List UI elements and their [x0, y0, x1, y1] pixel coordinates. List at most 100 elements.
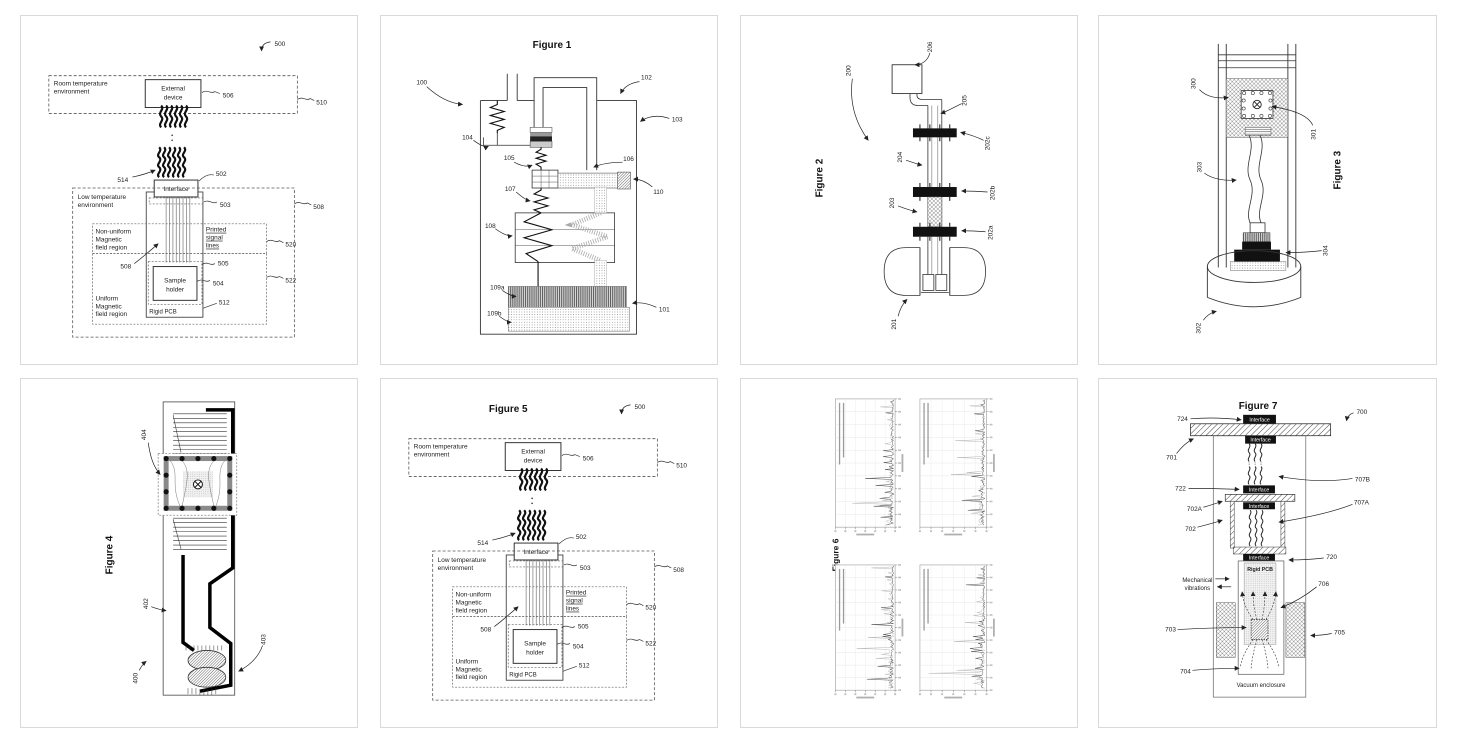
field-direction-symbol — [1252, 99, 1262, 110]
trace-comb-top — [172, 413, 227, 454]
ref-label-200: 200 — [845, 65, 852, 76]
mechanical-vibrations-label-2: vibrations — [1185, 586, 1211, 592]
cryostat-container — [479, 73, 637, 335]
thermal-link-tip — [617, 171, 631, 190]
ref-label-205: 205 — [962, 95, 969, 106]
flange-202c — [912, 124, 957, 142]
figure-panel-4: Figure 4 — [20, 378, 358, 728]
piston-block — [529, 127, 553, 148]
ref-label-400: 400 — [132, 672, 139, 683]
ref-label-705: 705 — [1334, 630, 1345, 637]
spectrum-plot-top-left — [834, 398, 904, 536]
ref-label-700: 700 — [1356, 409, 1367, 416]
field-lines-down — [1239, 639, 1280, 669]
ref-label-106: 106 — [623, 156, 634, 163]
rigid-pcb-label: Rigid PCB — [1247, 567, 1273, 573]
coil-teeth-top — [185, 645, 223, 651]
interface-box-4 — [1243, 502, 1275, 510]
dotted-column-upper — [594, 186, 607, 214]
ref-label-303: 303 — [1196, 161, 1203, 172]
ref-label-109b: 109b — [487, 310, 502, 317]
figure-6-title: Figure 6 — [830, 538, 840, 571]
ref-label-702A: 702A — [1187, 506, 1203, 513]
ref-label-724: 724 — [1177, 416, 1188, 423]
cold-stage-stack — [1230, 222, 1287, 271]
figure-4-title: Figure 4 — [104, 535, 115, 574]
fig4-ref-labels: 404 402 400 403 — [132, 429, 267, 684]
black-zigzag-link — [522, 212, 554, 263]
ref-label-402: 402 — [143, 598, 150, 609]
ref-label-202b: 202b — [989, 185, 996, 200]
ref-label-201: 201 — [891, 318, 898, 329]
fig3-ref-labels: 300 301 303 304 302 — [1190, 78, 1329, 334]
interface-box-2 — [1245, 435, 1276, 444]
sample-section-hatched — [927, 196, 943, 227]
ref-label-102: 102 — [641, 75, 652, 82]
figure-7-canvas: Figure 7 Interface Interface Interface I… — [1165, 401, 1370, 698]
thermal-link-bar — [557, 172, 620, 189]
ref-label-110: 110 — [653, 189, 664, 196]
field-lines-up — [1240, 591, 1278, 620]
dotted-zigzag-link — [564, 210, 616, 263]
flange-202a — [912, 222, 957, 241]
figure-5-title: Figure 5 — [489, 404, 528, 415]
figure-panel-1: Figure 1 — [380, 15, 718, 365]
spectrum-plot-top-right — [918, 398, 995, 536]
figure-4-canvas: Figure 4 — [104, 401, 268, 696]
ref-label-203: 203 — [889, 197, 896, 208]
fig1-ref-labels: 100 102 103 104 105 106 110 107 108 109a… — [416, 75, 683, 325]
interface-box-5 — [1243, 553, 1275, 561]
solder-pads — [163, 455, 233, 511]
ref-label-707A: 707A — [1354, 499, 1370, 506]
magnet-block-left — [1216, 602, 1236, 658]
ref-label-204: 204 — [897, 151, 904, 162]
spring-upper — [488, 100, 507, 134]
interface-label-3: Interface — [1249, 487, 1270, 493]
figure-panel-3: Figure 3 — [1098, 15, 1437, 365]
ref-label-707B: 707B — [1355, 476, 1370, 483]
field-direction-symbol — [192, 479, 203, 490]
trace-comb-bottom — [172, 517, 227, 550]
bond-wires — [169, 460, 225, 507]
interface-label-1: Interface — [1249, 417, 1270, 423]
ref-label-206: 206 — [927, 41, 934, 52]
ref-label-101: 101 — [659, 306, 670, 313]
vibration-arrows — [1215, 576, 1232, 590]
ref-label-105: 105 — [504, 155, 515, 162]
ref-label-107: 107 — [505, 186, 516, 193]
magnet-assembly — [883, 247, 986, 296]
spring-mid — [534, 147, 548, 171]
ref-label-720: 720 — [1326, 554, 1337, 561]
figure-panel-6: Figure 6 — [740, 378, 1078, 728]
elbow-pipe — [909, 93, 942, 106]
chip-connector — [1244, 127, 1272, 136]
cable-upper — [1247, 443, 1263, 485]
ref-label-202c: 202c — [985, 136, 992, 151]
cold-bath-lower — [507, 307, 630, 332]
connector-block — [531, 169, 559, 189]
figure-1-title: Figure 1 — [533, 40, 572, 51]
interface-box-1 — [1243, 414, 1276, 424]
cold-bath-upper — [507, 286, 627, 309]
ref-label-301: 301 — [1311, 129, 1318, 140]
ref-label-108: 108 — [485, 223, 496, 230]
cable-lower — [1248, 509, 1264, 547]
mechanical-vibrations-label-1: Mechanical — [1182, 578, 1212, 584]
figure-panel-7: Figure 7 Interface Interface Interface I… — [1098, 378, 1437, 728]
vacuum-enclosure-label: Vacuum enclosure — [1237, 683, 1287, 689]
fig7-ref-labels: 700 724 701 707B 722 702A 707A 702 720 7… — [1165, 409, 1370, 675]
pcb-outline — [162, 401, 236, 696]
figure-3-title: Figure 3 — [1333, 150, 1344, 189]
pump-box — [891, 64, 923, 95]
figure-panel-2: Figure 2 — [740, 15, 1078, 365]
support-shelf — [482, 133, 531, 146]
coil-teeth-bottom — [187, 688, 217, 696]
interface-box-3 — [1243, 485, 1275, 494]
ref-label-722: 722 — [1175, 485, 1186, 492]
ref-label-304: 304 — [1323, 245, 1330, 256]
flex-ribbon — [1247, 135, 1264, 223]
ref-label-703: 703 — [1165, 627, 1176, 634]
ref-label-404: 404 — [141, 429, 148, 440]
sensor-chip — [1240, 90, 1274, 119]
isolation-stage-box — [514, 212, 616, 263]
